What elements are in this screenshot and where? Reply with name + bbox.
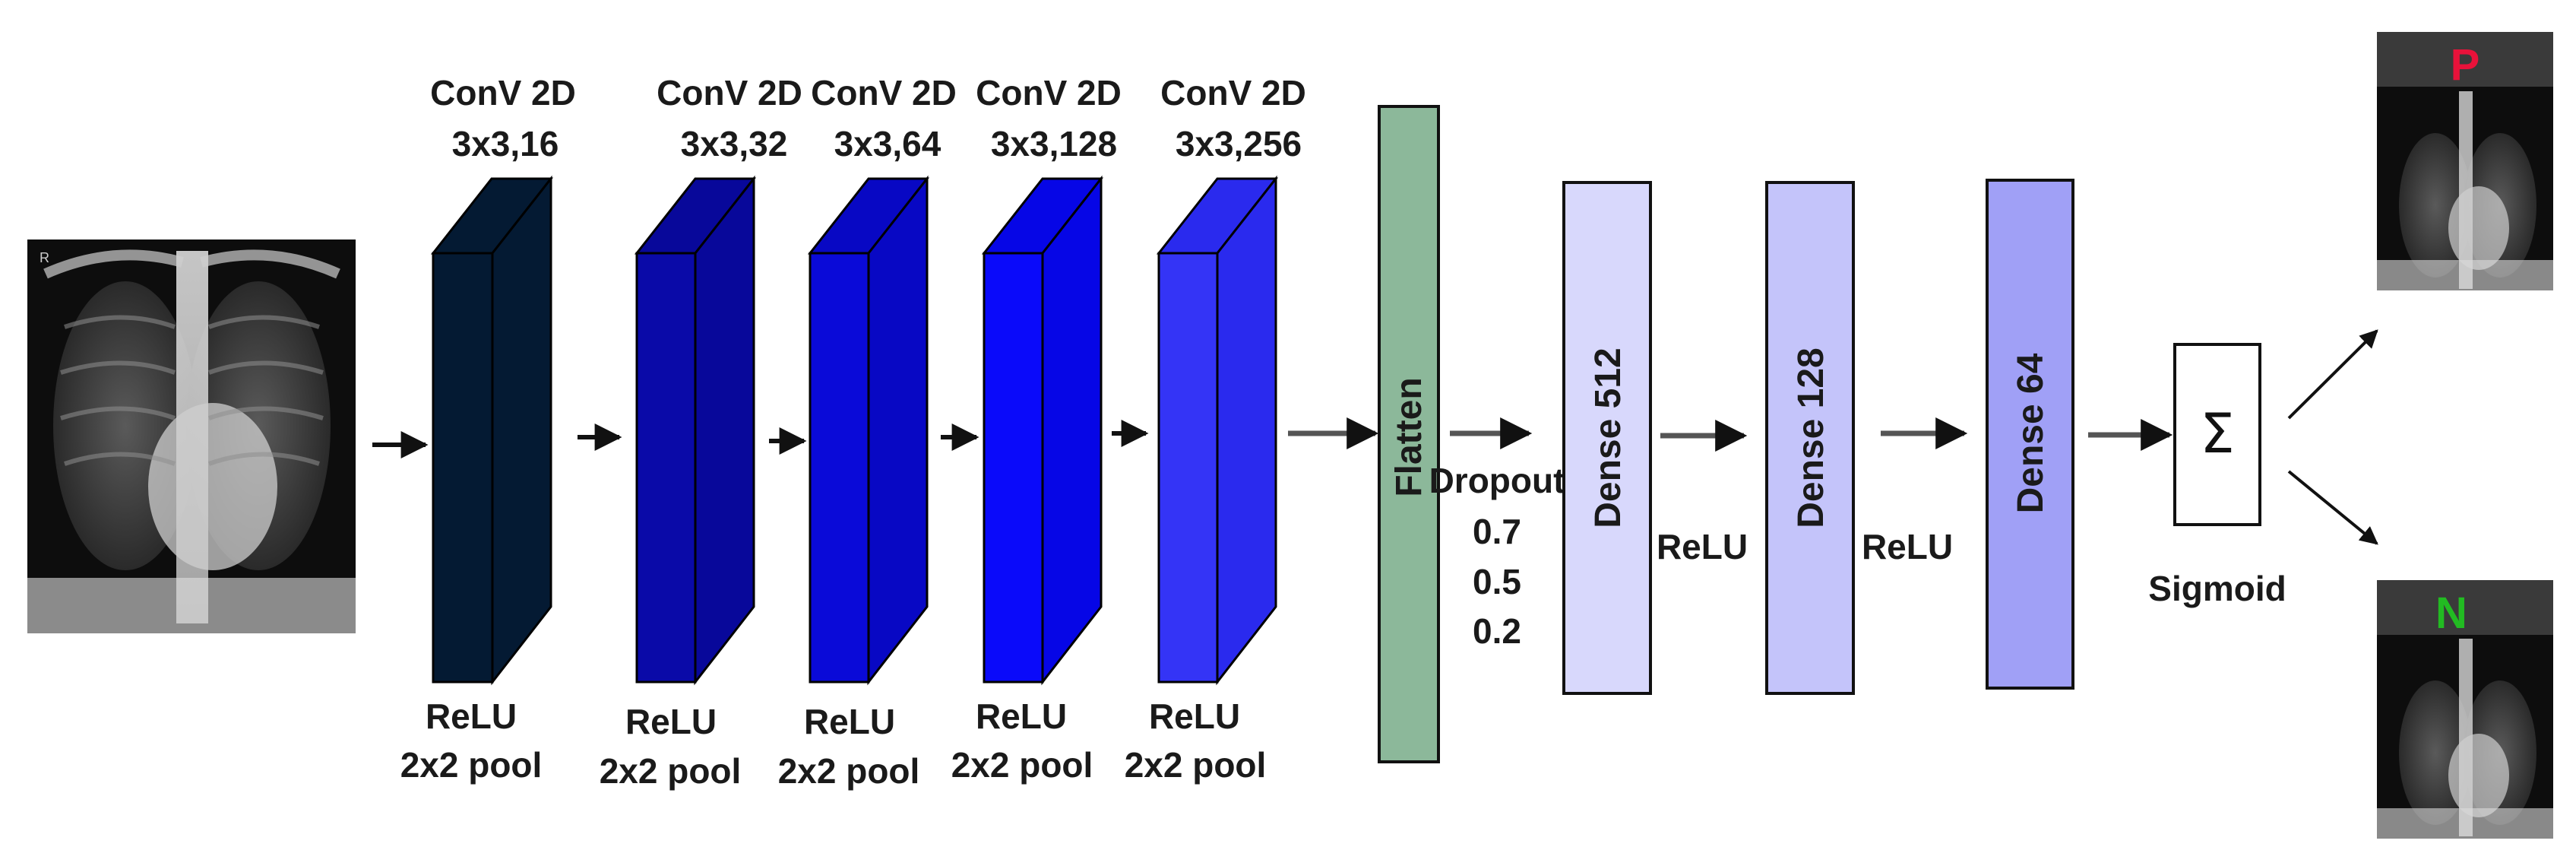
conv-block-3: ConV 2D 3x3,64 ReLU 2x2 pool [778,73,957,791]
conv2-spec: 3x3,32 [681,124,788,163]
output-n-label: N [2435,588,2467,638]
input-xray-image: R [27,239,356,633]
dropout-value-3: 0.2 [1473,611,1521,651]
conv-block-1: ConV 2D 3x3,16 ReLU 2x2 pool [400,73,576,785]
conv5-pool: 2x2 pool [1125,745,1267,785]
conv4-front-face [983,252,1044,684]
conv5-side-face [1216,175,1277,686]
relu-label-2: ReLU [1862,527,1953,566]
conv-block-2: ConV 2D 3x3,32 ReLU 2x2 pool [600,73,802,791]
dense-512-layer: Dense 512 [1562,181,1652,695]
output-p-label: P [2451,40,2480,90]
flatten-box [1378,105,1440,763]
sigmoid-node: Σ Sigmoid [2148,343,2286,608]
output-positive: P [2377,32,2553,290]
dense-128-label: Dense 128 [1791,347,1831,528]
conv3-title: ConV 2D [811,73,957,113]
flatten-layer: Flatten [1378,105,1440,763]
flatten-label: Flatten [1389,377,1429,496]
sigmoid-label: Sigmoid [2148,569,2286,608]
arrow-sigmoid-to-n [2287,470,2378,545]
conv2-pool: 2x2 pool [600,751,742,791]
arrow-sigmoid-to-p [2287,329,2378,420]
conv1-activation: ReLU [426,696,517,736]
conv5-activation: ReLU [1149,696,1240,736]
dense-512-box [1562,181,1652,695]
conv4-pool: 2x2 pool [951,745,1093,785]
dense-128-layer: Dense 128 [1765,181,1855,695]
dense-512-label: Dense 512 [1588,347,1628,528]
conv5-title: ConV 2D [1160,73,1306,113]
conv3-spec: 3x3,64 [834,124,941,163]
conv3-pool: 2x2 pool [778,751,920,791]
conv1-pool: 2x2 pool [400,745,543,785]
dense-64-layer: Dense 64 [1986,179,2074,690]
conv3-side-face [867,175,929,686]
dense-64-box [1986,179,2074,690]
conv4-spec: 3x3,128 [991,124,1117,163]
conv1-title: ConV 2D [430,73,576,113]
conv2-activation: ReLU [625,702,717,741]
output-negative: N [2377,580,2553,839]
dense-64-label: Dense 64 [2011,353,2051,513]
conv2-front-face [635,252,697,684]
dropout-labels: Dropout 0.7 0.5 0.2 [1429,461,1565,651]
conv3-front-face [809,252,870,684]
conv2-title: ConV 2D [657,73,802,113]
relu-label-1: ReLU [1657,527,1748,566]
dense-128-box [1765,181,1855,695]
conv4-side-face [1041,175,1103,686]
conv1-front-face [432,252,494,684]
conv4-activation: ReLU [976,696,1067,736]
dropout-value-1: 0.7 [1473,512,1521,551]
conv1-spec: 3x3,16 [452,124,559,163]
sigma-icon: Σ [2200,401,2235,465]
conv2-side-face [694,175,755,686]
conv5-front-face [1157,252,1219,684]
conv1-side-face [491,175,552,686]
conv5-spec: 3x3,256 [1176,124,1302,163]
dropout-value-2: 0.5 [1473,562,1521,601]
conv3-activation: ReLU [804,702,895,741]
conv4-title: ConV 2D [976,73,1122,113]
conv-block-5: ConV 2D 3x3,256 ReLU 2x2 pool [1125,73,1306,785]
conv-block-4: ConV 2D 3x3,128 ReLU 2x2 pool [951,73,1122,785]
dropout-title: Dropout [1429,461,1565,500]
sigmoid-box [2173,343,2261,526]
xray-marker: R [40,250,49,265]
